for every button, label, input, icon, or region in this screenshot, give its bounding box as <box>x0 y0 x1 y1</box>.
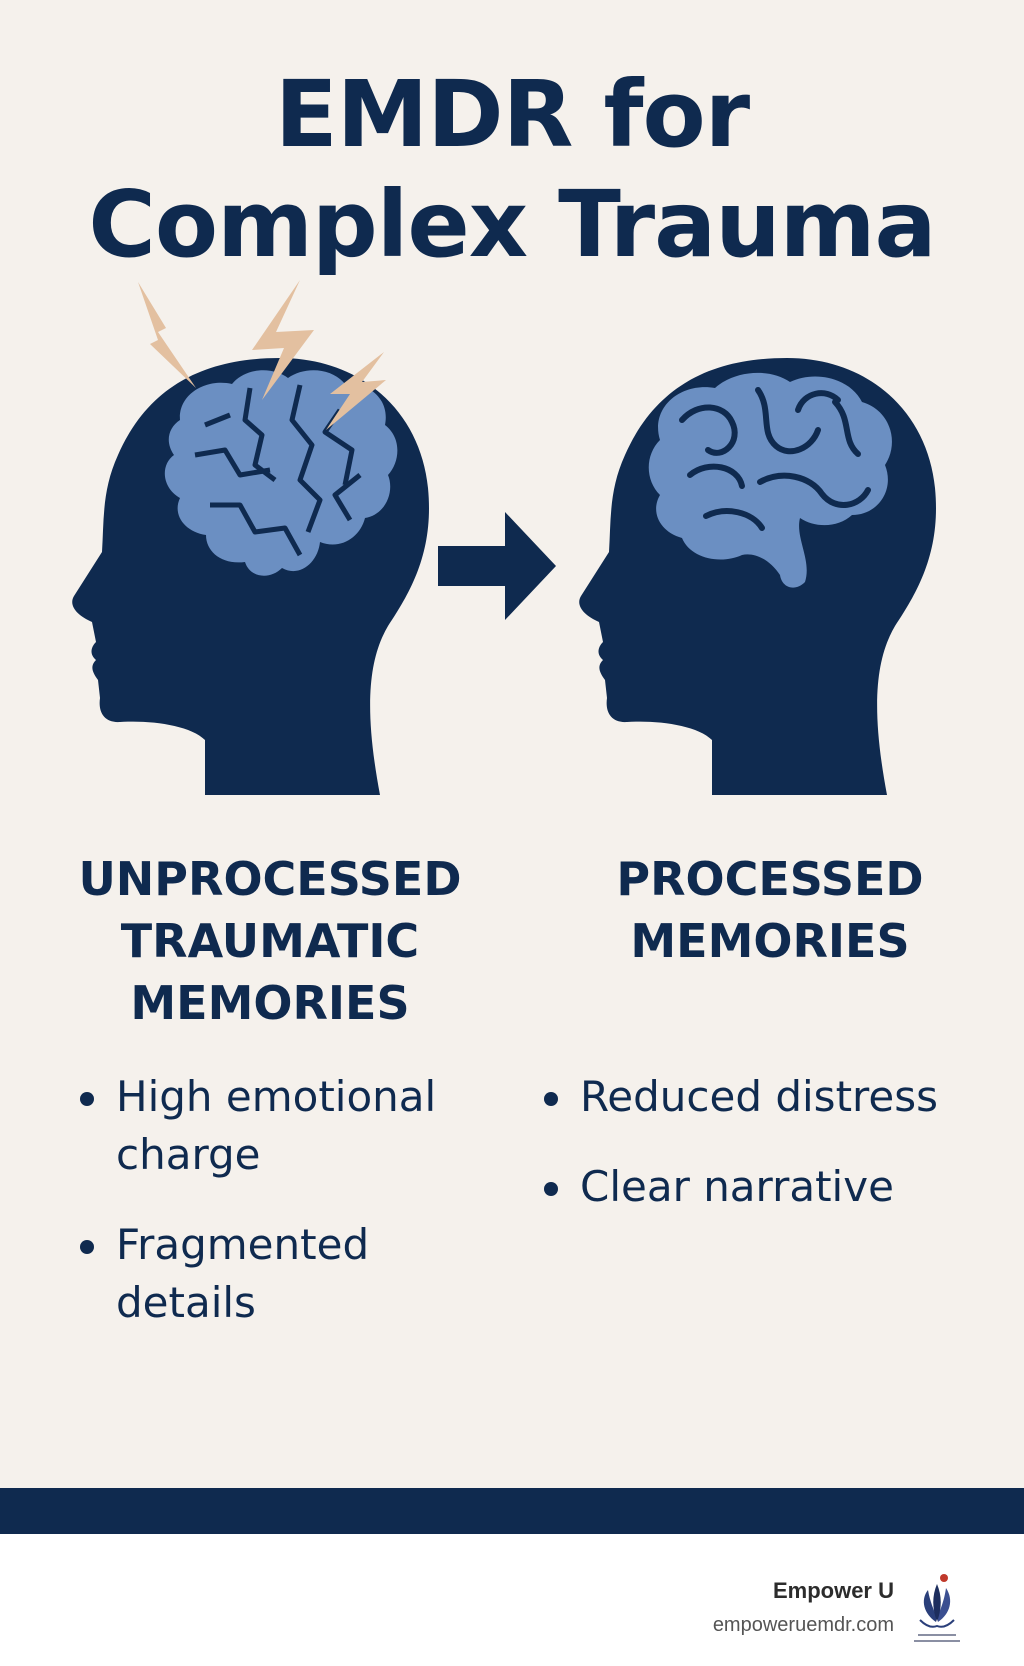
heading-line: MEMORIES <box>130 976 410 1030</box>
brand-name: Empower U <box>772 1578 894 1603</box>
list-item: Clear narrative <box>540 1158 1010 1216</box>
title-line-2: Complex Trauma <box>88 171 936 278</box>
title-line-1: EMDR for <box>274 61 750 168</box>
unprocessed-bullet-list: High emotional charge Fragmented details <box>76 1068 476 1364</box>
heading-line: MEMORIES <box>630 914 910 968</box>
brand-url: empoweruemdr.com <box>712 1614 894 1636</box>
arrow-right-icon <box>438 512 556 620</box>
heading-line: PROCESSED <box>616 852 924 906</box>
lightning-bolt-icon <box>138 280 386 430</box>
footer-band <box>0 1488 1024 1534</box>
processed-bullet-list: Reduced distress Clear narrative <box>540 1068 1010 1248</box>
unprocessed-head-icon <box>72 280 429 795</box>
brain-icon <box>164 370 398 576</box>
heading-line: UNPROCESSED <box>78 852 462 906</box>
list-item: Fragmented details <box>76 1216 476 1332</box>
processed-head-icon <box>579 358 936 795</box>
empower-u-logo <box>914 1574 960 1642</box>
page-title: EMDR for Complex Trauma <box>0 60 1024 280</box>
brain-icon <box>648 372 892 588</box>
list-item: High emotional charge <box>76 1068 476 1184</box>
unprocessed-heading: UNPROCESSED TRAUMATIC MEMORIES <box>40 848 500 1034</box>
heading-line: TRAUMATIC <box>120 914 420 968</box>
processed-heading: PROCESSED MEMORIES <box>540 848 1000 972</box>
list-item: Reduced distress <box>540 1068 1010 1126</box>
illustration <box>72 280 936 795</box>
footer: Empower U empoweruemdr.com <box>0 1534 1024 1666</box>
